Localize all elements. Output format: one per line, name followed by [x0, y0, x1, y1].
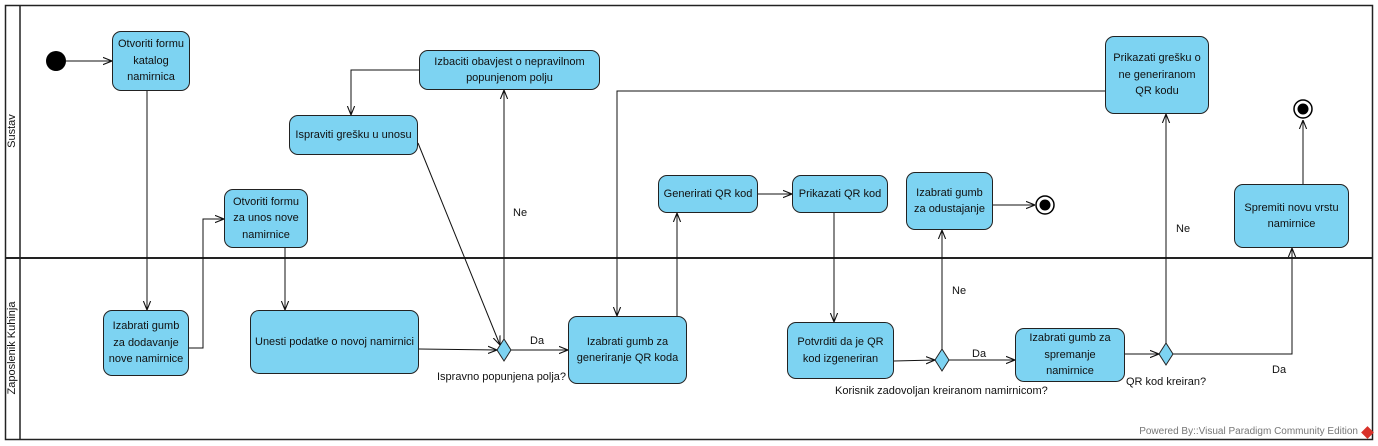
guard-satisfied-no: Ne [952, 285, 967, 297]
activity-generate-qr: Generirati QR kod [658, 175, 758, 213]
activity-cancel-button: Izabrati gumb za odustajanje [906, 172, 993, 230]
activity-open-new-form: Otvoriti formu za unos nove namirnice [224, 189, 308, 248]
guard-valid-yes: Da [530, 335, 545, 347]
activity-show-qr-error: Prikazati grešku o ne generiranom QR kod… [1105, 36, 1209, 114]
final-node-cancel [1035, 195, 1055, 215]
initial-node [46, 51, 66, 71]
flow-enter-data-to-decision [418, 349, 497, 350]
flow-show-error-to-choose-generate [617, 90, 1105, 316]
diagram-frame [4, 4, 1374, 441]
decision-label-fields-valid: Ispravno popunjena polja? [437, 371, 567, 383]
activity-fix-error: Ispraviti grešku u unosu [289, 115, 418, 155]
activity-show-qr: Prikazati QR kod [792, 175, 888, 213]
flow-notify-to-fix [351, 69, 419, 115]
final-node-end [1293, 99, 1313, 119]
activity-choose-save: Izabrati gumb za spremanje namirnice [1015, 328, 1125, 382]
decision-qr-created [1158, 342, 1174, 366]
decision-label-qr-created: QR kod kreiran? [1126, 376, 1207, 388]
lane-label-system: Sustav [6, 114, 18, 148]
flow-choose-add-to-open-form [189, 219, 224, 349]
guard-created-no: Ne [1176, 223, 1191, 235]
flow-confirm-to-decision [893, 360, 935, 361]
activity-enter-data: Unesti podatke o novoj namirnici [250, 310, 419, 374]
lane-label-employee: Zaposlenik Kuhinja [6, 301, 18, 395]
decision-user-satisfied [934, 348, 950, 372]
activity-choose-generate: Izabrati gumb za generiranje QR koda [568, 316, 687, 384]
activity-choose-add: Izabrati gumb za dodavanje nove namirnic… [103, 310, 189, 376]
flow-decision-yes-to-save [1173, 248, 1292, 355]
powered-by-footer: Powered By::Visual Paradigm Community Ed… [1139, 426, 1358, 437]
decision-label-user-satisfied: Korisnik zadovoljan kreiranom namirnicom… [835, 385, 1048, 397]
guard-satisfied-yes: Da [972, 348, 987, 360]
flow-fix-to-decision [417, 142, 500, 345]
guard-valid-no: Ne [513, 207, 528, 219]
activity-notify-invalid: Izbaciti obavjest o nepravilnom popunjen… [419, 50, 600, 90]
activity-open-catalog: Otvoriti formu katalog namirnica [112, 31, 190, 91]
activity-save-type: Spremiti novu vrstu namirnice [1234, 184, 1349, 248]
activity-confirm-qr: Potvrditi da je QR kod izgeneriran [787, 322, 894, 379]
guard-created-yes: Da [1272, 364, 1287, 376]
